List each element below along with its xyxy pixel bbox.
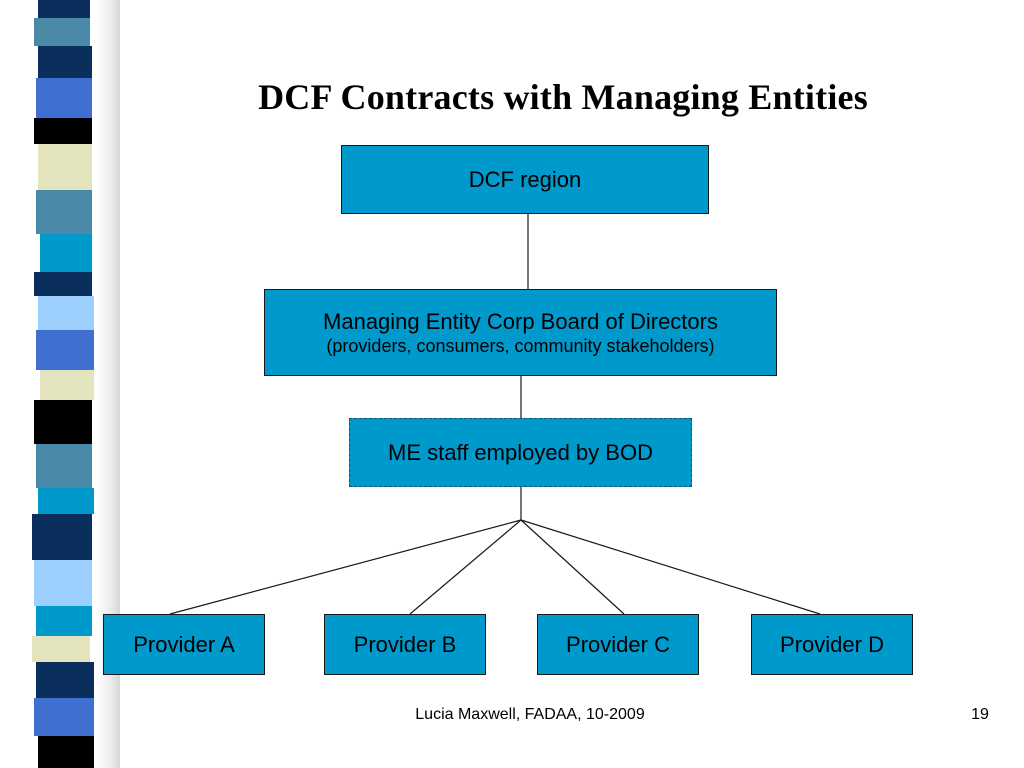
strip-block <box>34 272 92 296</box>
connector-hub-to-provider-a <box>169 519 522 615</box>
strip-block <box>36 444 92 488</box>
strip-block <box>34 400 92 444</box>
strip-block <box>36 78 92 118</box>
strip-block <box>38 296 94 330</box>
provider-a-box: Provider A <box>103 614 265 675</box>
provider-a-label: Provider A <box>133 631 235 657</box>
strip-block <box>34 698 94 736</box>
page-number: 19 <box>971 706 989 723</box>
strip-block <box>36 662 94 698</box>
strip-block <box>40 370 94 400</box>
decorative-left-strip <box>32 0 120 768</box>
board-label: Managing Entity Corp Board of Directors <box>323 308 718 334</box>
provider-b-label: Provider B <box>353 631 457 657</box>
provider-c-box: Provider C <box>537 614 699 675</box>
strip-block <box>32 514 92 560</box>
connector-hub-to-provider-b <box>409 519 522 615</box>
strip-block <box>34 18 90 46</box>
provider-c-label: Provider C <box>566 631 670 657</box>
connector-hub-to-provider-d <box>520 519 821 615</box>
board-of-directors-box: Managing Entity Corp Board of Directors … <box>264 289 777 376</box>
me-staff-box: ME staff employed by BOD <box>349 418 692 487</box>
me-staff-label: ME staff employed by BOD <box>388 439 653 465</box>
strip-block <box>38 736 94 768</box>
strip-block <box>38 144 92 190</box>
strip-block <box>34 118 92 144</box>
strip-block <box>32 636 90 662</box>
strip-block <box>38 0 90 18</box>
connector-hub-to-provider-c <box>520 519 625 615</box>
strip-block <box>38 46 92 78</box>
strip-block <box>38 488 94 514</box>
provider-d-label: Provider D <box>780 631 884 657</box>
strip-block <box>40 234 92 272</box>
dcf-region-box: DCF region <box>341 145 709 214</box>
dcf-region-label: DCF region <box>468 166 582 192</box>
slide-title: DCF Contracts with Managing Entities <box>258 77 868 117</box>
strip-block <box>36 330 94 370</box>
slide-footer: Lucia Maxwell, FADAA, 10-2009 <box>415 706 645 723</box>
provider-d-box: Provider D <box>751 614 913 675</box>
strip-block <box>36 606 92 636</box>
provider-b-box: Provider B <box>324 614 486 675</box>
board-sublabel: (providers, consumers, community stakeho… <box>326 335 715 356</box>
strip-block <box>36 190 92 234</box>
strip-block <box>34 560 92 606</box>
